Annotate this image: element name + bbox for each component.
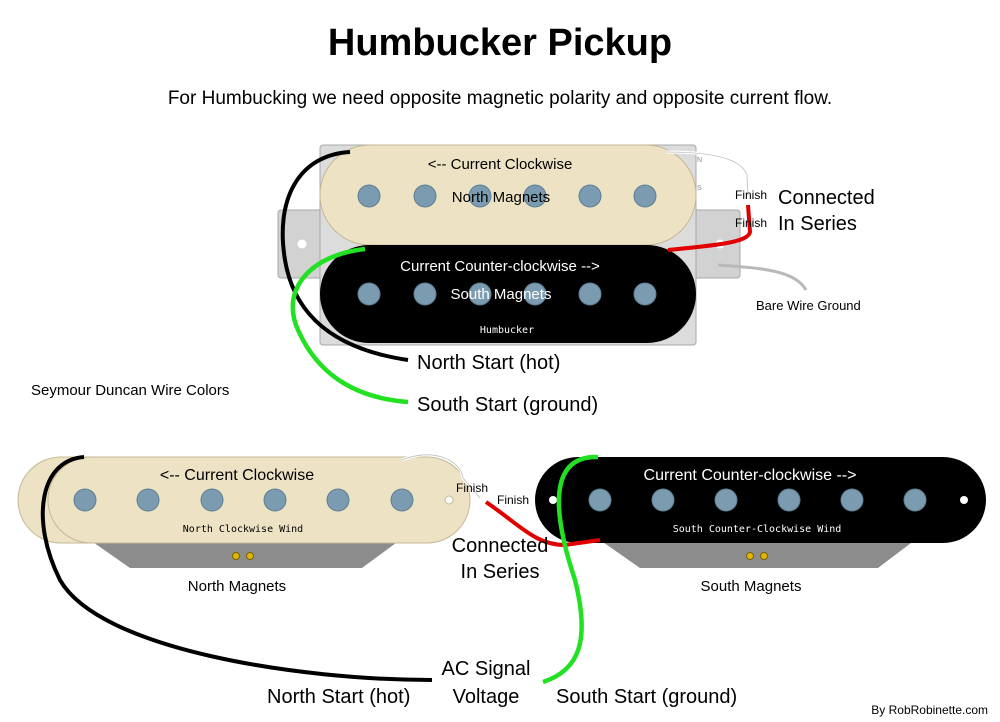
- credit-label: By RobRobinette.com: [871, 703, 988, 717]
- finish-label-left: Finish: [456, 481, 488, 495]
- pole-piece: [633, 184, 657, 208]
- south-single-current-label: Current Counter-clockwise -->: [644, 467, 857, 484]
- pole-piece: [578, 184, 602, 208]
- south-coil-baseplate: [600, 540, 915, 568]
- pole-piece: [413, 184, 437, 208]
- north-coil-current-label: <-- Current Clockwise: [428, 156, 573, 173]
- pole-piece: [73, 488, 97, 512]
- north-coil-body: [47, 456, 471, 544]
- finish-label-bottom: Finish: [735, 216, 767, 230]
- south-wind-label: South Counter-Clockwise Wind: [673, 524, 842, 535]
- pole-piece: [357, 184, 381, 208]
- mounting-hole-left: [297, 239, 307, 249]
- bare-ground-wire: [717, 263, 808, 291]
- green-south-start-wire: [290, 246, 409, 405]
- north-start-label: North Start (hot): [417, 352, 560, 374]
- finish-label-right: Finish: [497, 493, 529, 507]
- north-coil-baseplate: [90, 540, 400, 568]
- south-coil-current-label: Current Counter-clockwise -->: [400, 258, 600, 275]
- south-single-coil: Current Counter-clockwise --> South Coun…: [535, 457, 986, 595]
- red-series-wire: [667, 204, 753, 252]
- ac-signal-line2: Voltage: [453, 686, 520, 708]
- north-wind-label: North Clockwise Wind: [183, 524, 303, 535]
- pole-piece: [326, 488, 350, 512]
- south-single-pole-pieces: [588, 488, 927, 512]
- humbucker-pickup: N S <-- Current Clockwise North Magnets …: [277, 144, 875, 416]
- pole-piece: [200, 488, 224, 512]
- pole-piece: [357, 282, 381, 306]
- north-coil-mount-hole: [444, 495, 454, 505]
- pole-piece: [468, 184, 492, 208]
- south-magnets-label: South Magnets: [451, 286, 552, 303]
- pole-piece: [468, 282, 492, 306]
- pole-piece: [523, 282, 547, 306]
- north-single-current-label: <-- Current Clockwise: [160, 467, 314, 484]
- north-magnets-label: North Magnets: [452, 189, 550, 206]
- solder-eyelet: [246, 552, 254, 560]
- north-single-pole-pieces: [73, 488, 414, 512]
- pole-piece: [413, 282, 437, 306]
- pole-piece: [263, 488, 287, 512]
- ac-signal-line1: AC Signal: [442, 658, 531, 680]
- green-south-start-wire-bottom: [542, 454, 599, 685]
- pole-piece: [651, 488, 675, 512]
- pole-label-n: N: [697, 157, 702, 164]
- north-start-bottom-label: North Start (hot): [267, 686, 410, 708]
- pole-piece: [903, 488, 927, 512]
- wire-colors-note: Seymour Duncan Wire Colors: [31, 382, 229, 399]
- pole-piece: [714, 488, 738, 512]
- black-north-start-wire-bottom: [40, 455, 433, 682]
- connected-bottom-line2: In Series: [461, 561, 540, 583]
- south-coil-body: [535, 457, 955, 543]
- connected-label-line1: Connected: [778, 187, 875, 209]
- south-coil-mount-hole-right: [960, 496, 968, 504]
- north-single-coil: <-- Current Clockwise North Clockwise Wi…: [17, 456, 471, 595]
- north-coil-pole-pieces: [357, 184, 657, 208]
- white-finish-wire-outline: [665, 151, 749, 196]
- south-coil-mount-hole: [549, 496, 557, 504]
- pole-piece: [840, 488, 864, 512]
- south-coil-pole-pieces: [357, 282, 657, 306]
- black-north-start-wire: [280, 150, 409, 362]
- pole-piece: [777, 488, 801, 512]
- pole-piece: [390, 488, 414, 512]
- pole-piece: [523, 184, 547, 208]
- pole-piece: [588, 488, 612, 512]
- south-coil-black: [320, 245, 696, 343]
- connected-label-line2: In Series: [778, 213, 857, 235]
- page-title: Humbucker Pickup: [327, 22, 673, 64]
- connected-bottom-line1: Connected: [452, 535, 549, 557]
- pole-piece: [578, 282, 602, 306]
- south-magnets-single-label: South Magnets: [701, 578, 802, 595]
- humbucker-badge: Humbucker: [480, 325, 534, 336]
- pole-piece: [633, 282, 657, 306]
- finish-label-top: Finish: [735, 188, 767, 202]
- white-finish-wire-bottom-outline: [401, 454, 481, 499]
- pole-piece: [136, 488, 160, 512]
- south-start-bottom-label: South Start (ground): [556, 686, 737, 708]
- solder-eyelet: [746, 552, 754, 560]
- solder-eyelet: [232, 552, 240, 560]
- north-magnets-single-label: North Magnets: [188, 578, 286, 595]
- pole-label-s: S: [697, 185, 702, 192]
- south-start-label: South Start (ground): [417, 394, 598, 416]
- page-subtitle: For Humbucking we need opposite magnetic…: [167, 88, 833, 109]
- solder-eyelet: [760, 552, 768, 560]
- bare-wire-ground-label: Bare Wire Ground: [756, 298, 861, 313]
